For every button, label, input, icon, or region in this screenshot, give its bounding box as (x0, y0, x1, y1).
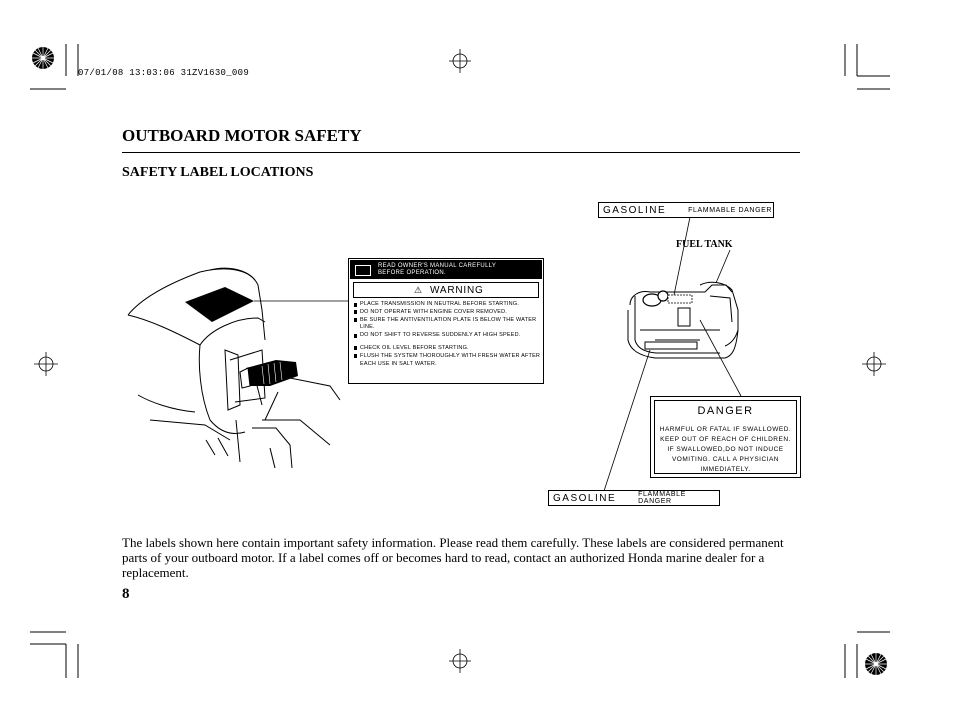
throttle-grip (239, 360, 298, 389)
warning-triangle-icon: ⚠ (414, 285, 423, 295)
warning-item: DO NOT SHIFT TO REVERSE SUDDENLY AT HIGH… (354, 332, 542, 340)
print-timestamp: 07/01/08 13:03:06 31ZV1630_009 (78, 68, 250, 78)
warning-header-line2: BEFORE OPERATION. (378, 270, 446, 276)
warning-title-box: ⚠ WARNING (353, 282, 539, 298)
warning-label-header: READ OWNER'S MANUAL CAREFULLY BEFORE OPE… (350, 260, 542, 279)
outboard-motor-drawing (127, 267, 341, 469)
warning-label-location (185, 287, 254, 322)
warning-item: DO NOT OPERATE WITH ENGINE COVER REMOVED… (354, 309, 542, 317)
gasoline-label-bottom: GASOLINE FLAMMABLE DANGER (548, 490, 720, 506)
flammable-danger-text: FLAMMABLE DANGER (688, 206, 773, 214)
danger-label-frame: DANGER HARMFUL OR FATAL IF SWALLOWED. KE… (654, 400, 797, 474)
warning-item: PLACE TRANSMISSION IN NEUTRAL BEFORE STA… (354, 301, 542, 309)
section-title: OUTBOARD MOTOR SAFETY (122, 126, 362, 145)
warning-title: WARNING (430, 285, 484, 296)
danger-label: DANGER HARMFUL OR FATAL IF SWALLOWED. KE… (650, 396, 801, 478)
fuel-tank-caption: FUEL TANK (676, 239, 733, 250)
danger-line: IMMEDIATELY. (700, 466, 751, 473)
flammable-danger-text: FLAMMABLE DANGER (638, 491, 686, 505)
starburst-mark-top-left (32, 47, 54, 69)
fuel-tank-leader-lines (603, 216, 742, 492)
crop-marks (30, 44, 890, 678)
subsection-title: SAFETY LABEL LOCATIONS (122, 165, 314, 180)
warning-item: BE SURE THE ANTIVENTILATION PLATE IS BEL… (354, 317, 542, 333)
starburst-mark-bottom-right (865, 653, 887, 675)
warning-item: FLUSH THE SYSTEM THOROUGHLY WITH FRESH W… (354, 353, 542, 369)
fuel-cap (642, 290, 693, 307)
gasoline-label-top: GASOLINE FLAMMABLE DANGER (598, 202, 774, 218)
danger-text: HARMFUL OR FATAL IF SWALLOWED. KEEP OUT … (657, 425, 794, 475)
safety-label-description: The labels shown here contain important … (122, 535, 784, 580)
danger-title: DANGER (697, 405, 754, 417)
title-rule (122, 152, 800, 153)
warning-label: READ OWNER'S MANUAL CAREFULLY BEFORE OPE… (348, 258, 544, 384)
danger-line: HARMFUL OR FATAL IF SWALLOWED. (659, 426, 792, 433)
page-number: 8 (122, 586, 130, 602)
fuel-tank-drawing (627, 281, 739, 359)
warning-header-line1: READ OWNER'S MANUAL CAREFULLY (378, 263, 497, 269)
danger-line: KEEP OUT OF REACH OF CHILDREN. (660, 436, 791, 443)
registration-crosshairs (34, 49, 886, 673)
warning-item: CHECK OIL LEVEL BEFORE STARTING. (354, 345, 542, 353)
book-icon (355, 265, 371, 276)
danger-line: VOMITING. CALL A PHYSICIAN (671, 456, 780, 463)
danger-line: IF SWALLOWED,DO NOT INDUCE (667, 446, 784, 453)
gasoline-word: GASOLINE (603, 204, 667, 216)
gasoline-word: GASOLINE (553, 492, 617, 504)
warning-items: PLACE TRANSMISSION IN NEUTRAL BEFORE STA… (354, 301, 542, 368)
